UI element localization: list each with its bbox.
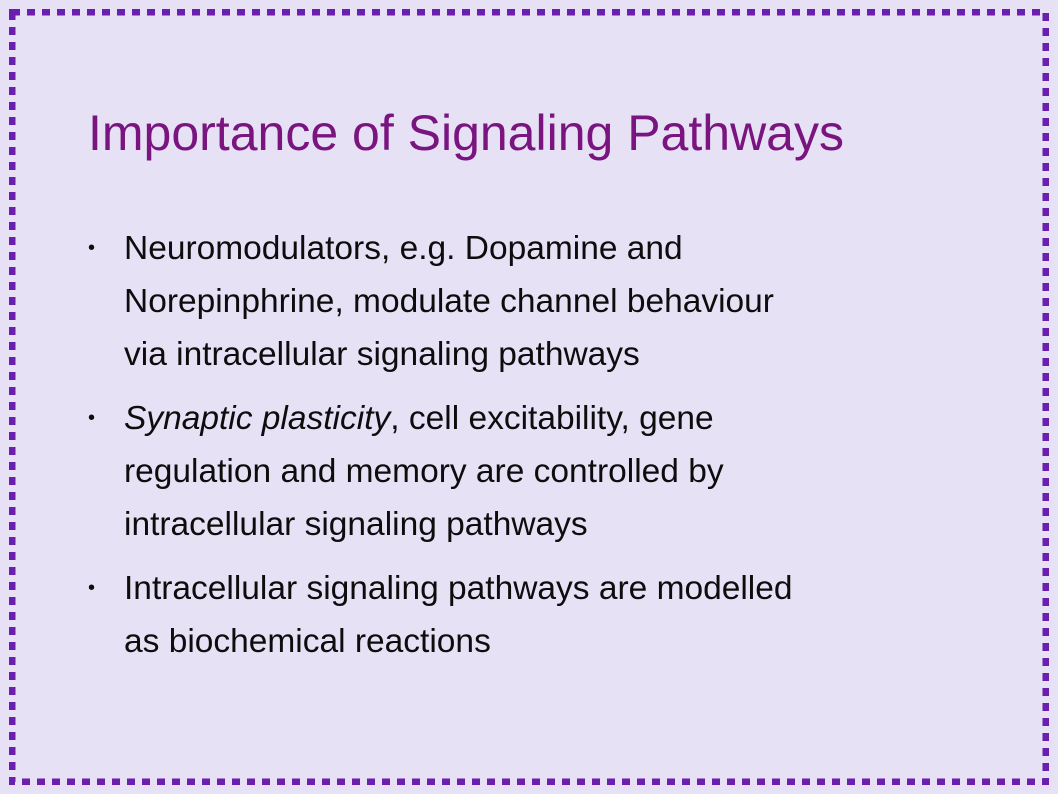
slide-title: Importance of Signaling Pathways xyxy=(88,105,844,161)
bullet-item: • Synaptic plasticity, cell excitability… xyxy=(88,392,988,551)
bullet-list: • Neuromodulators, e.g. Dopamine and Nor… xyxy=(88,222,988,679)
bullet-line: as biochemical reactions xyxy=(124,623,491,660)
bullet-line: Neuromodulators, e.g. Dopamine and xyxy=(124,230,683,267)
bullet-item: • Intracellular signaling pathways are m… xyxy=(88,562,988,668)
bullet-line: intracellular signaling pathways xyxy=(124,506,588,543)
bullet-dot-icon: • xyxy=(88,237,96,259)
bullet-line: via intracellular signaling pathways xyxy=(124,336,640,373)
bullet-dot-icon: • xyxy=(88,407,96,429)
bullet-line: regulation and memory are controlled by xyxy=(124,453,724,490)
bullet-line: , cell excitability, gene xyxy=(390,400,714,437)
bullet-line: Norepinphrine, modulate channel behaviou… xyxy=(124,283,774,320)
bullet-item: • Neuromodulators, e.g. Dopamine and Nor… xyxy=(88,222,988,381)
bullet-dot-icon: • xyxy=(88,577,96,599)
bullet-line: Intracellular signaling pathways are mod… xyxy=(124,570,793,607)
bullet-emphasis: Synaptic plasticity xyxy=(124,400,391,437)
